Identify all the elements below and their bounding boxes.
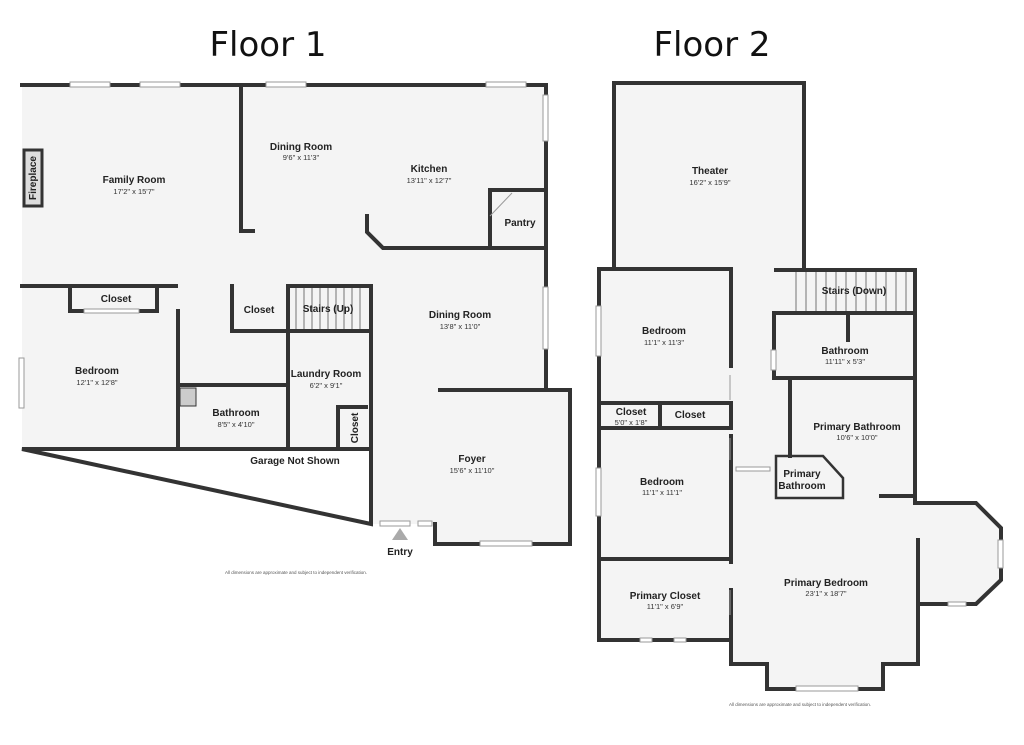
stairs-up (295, 288, 361, 329)
label-bedroom-b: Bedroom (640, 477, 684, 488)
dim-primary-closet: 11'1" x 6'9" (647, 602, 684, 611)
label-closet-laundry: Closet (350, 412, 361, 443)
closets-wall (597, 401, 733, 430)
label-family-room: Family Room (103, 175, 166, 186)
dim-closet-a: 5'0" x 1'8" (615, 418, 648, 427)
floor-1-windows (18, 81, 549, 547)
floor-2-area (599, 83, 1001, 689)
fireplace (22, 148, 44, 208)
primary-bathroom-small-wall (774, 454, 845, 500)
laundry-wall (286, 329, 373, 451)
floor-2-windows (595, 305, 1004, 692)
floor-2-title: Floor 2 (653, 25, 770, 65)
dim-bathroom: 8'5" x 4'10" (218, 420, 255, 429)
entry-arrow-icon (392, 528, 408, 540)
label-dining-room-1: Dining Room (270, 142, 332, 153)
label-bedroom: Bedroom (75, 366, 119, 377)
label-closet-bedroom: Closet (101, 294, 132, 305)
dim-dining-room-2: 13'8" x 11'0" (440, 322, 481, 331)
floor-1-title: Floor 1 (209, 25, 326, 65)
floor-2-doors (729, 375, 771, 615)
floor-2-disclaimer: All dimensions are approximate and subje… (729, 702, 871, 707)
floor-1-disclaimer: All dimensions are approximate and subje… (225, 570, 367, 575)
stairs-down (795, 272, 907, 311)
dim-family-room: 17'2" x 15'7" (113, 187, 154, 196)
bathroom-wall (772, 311, 917, 380)
label-primary-bathroom: Primary Bathroom (813, 422, 900, 433)
dim-primary-bathroom: 10'6" x 10'0" (836, 433, 877, 442)
dim-theater: 16'2" x 15'9" (689, 178, 730, 187)
family-dining-wall (239, 83, 255, 233)
shower (179, 387, 197, 407)
dim-bedroom-a: 11'1" x 11'3" (644, 338, 684, 347)
garage-note: Garage Not Shown (250, 456, 339, 467)
label-kitchen: Kitchen (411, 164, 448, 175)
label-foyer: Foyer (458, 454, 485, 465)
label-laundry-room: Laundry Room (291, 369, 362, 380)
label-fireplace: Fireplace (28, 156, 39, 200)
dim-laundry-room: 6'2" x 9'1" (310, 381, 343, 390)
dim-dining-room-1: 9'6" x 11'3" (283, 153, 320, 162)
label-stairs-up: Stairs (Up) (303, 304, 354, 315)
dim-bedroom-b: 11'1" x 11'1" (642, 488, 682, 497)
label-closet-hall: Closet (244, 305, 275, 316)
dim-bedroom: 12'1" x 12'8" (76, 378, 117, 387)
label-bedroom-a: Bedroom (642, 326, 686, 337)
pantry-wall (488, 188, 548, 250)
dim-bathroom-2: 11'11" x 5'3" (825, 357, 865, 366)
label-pantry: Pantry (504, 218, 536, 229)
label-bathroom-2: Bathroom (821, 346, 868, 357)
dim-kitchen: 13'11" x 12'7" (407, 176, 452, 185)
entry-label: Entry (387, 547, 413, 558)
label-stairs-down: Stairs (Down) (822, 286, 886, 297)
floor-2-outer-wall (597, 81, 1003, 691)
label-primary-bathroom-small-1: Primary (783, 469, 821, 480)
floor-1: Floor 1 (18, 25, 572, 575)
floor-2: Floor 2 (595, 25, 1004, 707)
laundry-closet-wall (336, 405, 368, 451)
primary-bathroom-wall (788, 376, 917, 498)
label-primary-bathroom-small-2: Bathroom (778, 481, 825, 492)
label-primary-closet: Primary Closet (630, 591, 701, 602)
label-closet-b: Closet (675, 410, 706, 421)
label-dining-room-2: Dining Room (429, 310, 491, 321)
dim-primary-bedroom: 23'1" x 18'7" (805, 589, 846, 598)
floor-1-outer-wall (20, 83, 572, 546)
label-theater: Theater (692, 166, 728, 177)
label-primary-bedroom: Primary Bedroom (784, 578, 868, 589)
kitchen-counter-wall (365, 214, 548, 250)
dim-foyer: 15'6" x 11'10" (450, 466, 495, 475)
label-bathroom: Bathroom (212, 408, 259, 419)
label-closet-a: Closet (616, 407, 647, 418)
floor-1-doors (379, 192, 513, 527)
